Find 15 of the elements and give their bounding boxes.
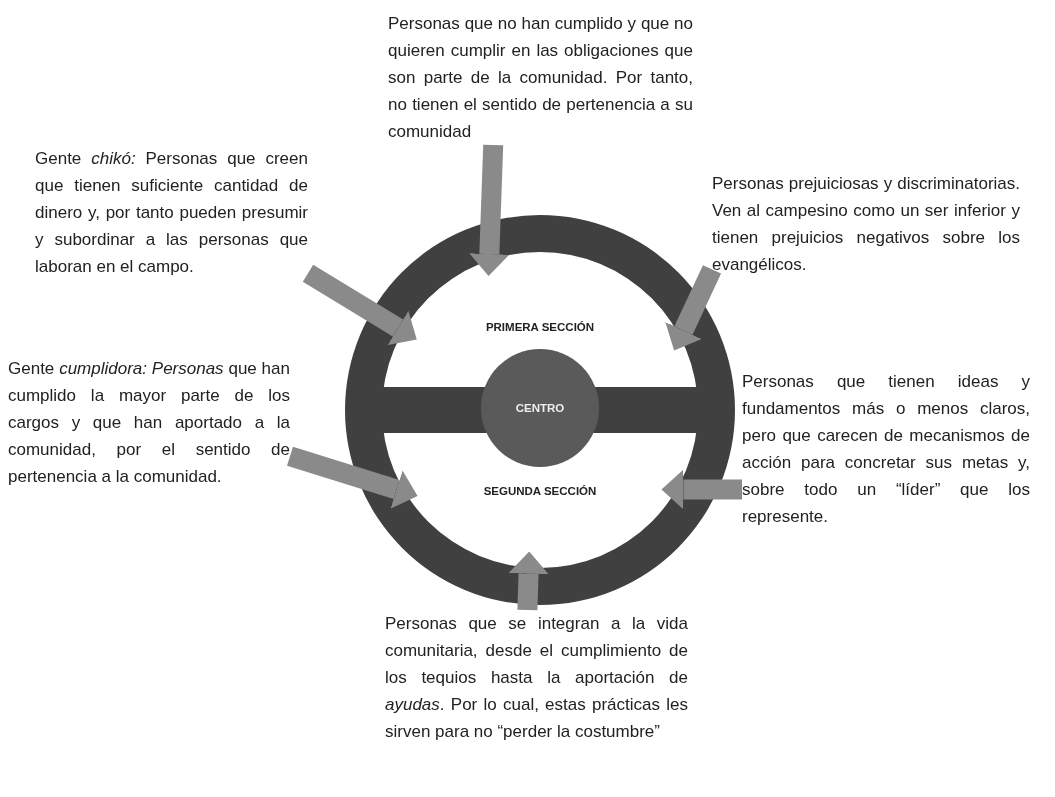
description-text: Personas que no han cumplido y que no quieren cumplir en las obligaciones que son parte de la comunidad. Por tanto, no tienen el sentido de pertenencia a su comunidad (388, 10, 693, 145)
description-text: Personas prejuiciosas y discriminatorias. Ven al campesino como un ser inferior y tienen prejuicios negativos sobre los evangélicos. (712, 170, 1020, 278)
block-arrow (661, 469, 742, 510)
description-text: Personas que se integran a la vida comunitaria, desde el cumplimiento de los tequios hasta la aportación de ayudas. Por lo cual, estas prácticas les sirven para no “perder la costumbre” (385, 610, 688, 745)
block-arrow (302, 264, 417, 346)
description-text: Personas que tienen ideas y fundamentos más o menos claros, pero que carecen de mecanismos de acción para concretar sus metas y, sobre todo un “líder” que los represente. (742, 368, 1030, 530)
section-label: SEGUNDA SECCIÓN (483, 485, 597, 497)
description-text: Gente cumplidora: Personas que han cumplido la mayor parte de los cargos y que han aportado a la comunidad, por el sentido de pertenencia a la comunidad. (8, 355, 290, 490)
block-arrow (508, 551, 549, 611)
section-label: PRIMERA SECCIÓN (485, 321, 595, 333)
block-arrow (287, 446, 418, 509)
center-circle: CENTRO (481, 349, 599, 467)
block-arrow (665, 265, 722, 351)
block-arrow (469, 144, 510, 276)
description-text: Gente chikó: Personas que creen que tienen suficiente cantidad de dinero y, por tanto pueden presumir y subordinar a las personas que laboran en el campo. (35, 145, 308, 280)
